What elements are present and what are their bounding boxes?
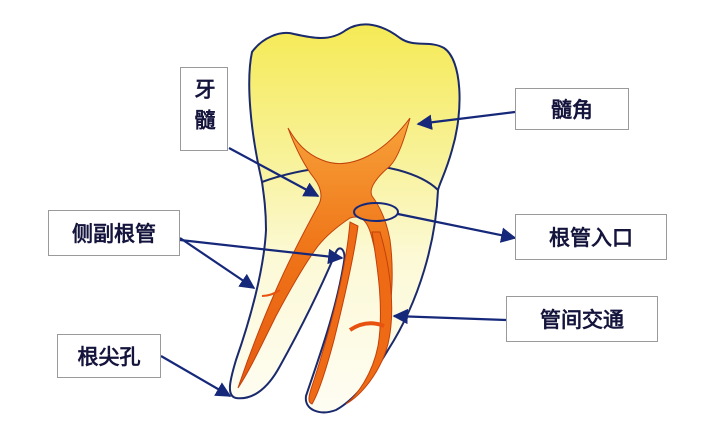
arrow-pulp-horn: [416, 110, 516, 130]
label-pulp: 牙髓: [180, 67, 228, 151]
label-canal-orifice-text: 根管入口: [549, 226, 633, 250]
arrow-lateral-2: [179, 238, 344, 265]
arrows: [160, 110, 517, 397]
label-lateral-canal-text: 侧副根管: [72, 222, 156, 246]
label-apical-foramen: 根尖孔: [57, 334, 161, 378]
mesial-canal: [308, 221, 359, 405]
arrow-pulp: [228, 147, 320, 197]
arrow-communication: [392, 308, 507, 325]
arrow-apical: [160, 355, 232, 397]
label-pulp-horn-text: 髓角: [551, 98, 593, 122]
label-pulp-char-1: 牙髓: [192, 78, 216, 140]
arrow-lateral-1: [179, 237, 256, 289]
communication-canal: [348, 321, 385, 332]
label-pulp-horn: 髓角: [515, 88, 629, 130]
arrow-orifice: [397, 212, 517, 243]
label-canal-orifice: 根管入口: [515, 214, 667, 260]
pulp-chamber: [237, 117, 411, 389]
label-intercanal-communication: 管间交通: [506, 296, 658, 342]
label-lateral-canal: 侧副根管: [48, 210, 180, 256]
orifice-ellipse: [353, 202, 399, 222]
label-intercanal-communication-text: 管间交通: [540, 308, 624, 332]
distal-canal: [345, 231, 393, 405]
lateral-canal-branch: [261, 289, 281, 297]
label-apical-foramen-text: 根尖孔: [77, 345, 141, 369]
